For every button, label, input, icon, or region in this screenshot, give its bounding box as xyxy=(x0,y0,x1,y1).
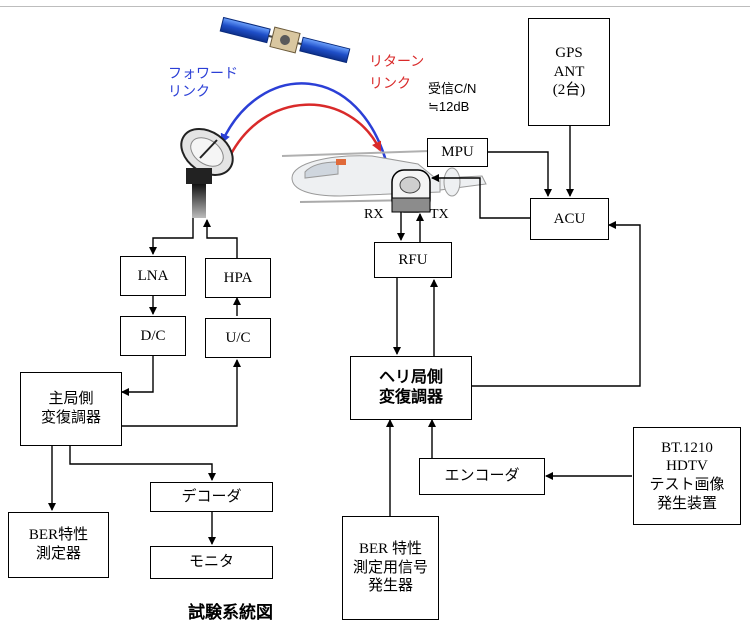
onboard-antenna-icon xyxy=(391,169,431,213)
tx-label: TX xyxy=(430,207,449,222)
forward-link-arrow xyxy=(220,82,390,169)
forward-link-label: フォワード リンク xyxy=(168,67,238,100)
monitor-box: モニタ xyxy=(150,546,273,579)
hpa-box: HPA xyxy=(205,258,271,298)
return-link-arrow xyxy=(226,103,382,161)
ber-meter-box: BER特性 測定器 xyxy=(8,512,109,578)
cn-label: 受信C/N ≒12dB xyxy=(428,81,477,114)
acu-box: ACU xyxy=(530,198,609,240)
diagram-caption: 試験系統図 xyxy=(188,603,273,622)
rfu-box: RFU xyxy=(374,242,452,278)
heli-station-modem-box: ヘリ局側 変復調器 xyxy=(350,356,472,420)
dc-box: D/C xyxy=(120,316,186,356)
hdtv-test-generator-box: BT.1210 HDTV テスト画像 発生装置 xyxy=(633,427,741,525)
encoder-box: エンコーダ xyxy=(419,458,545,495)
gps-antenna-box: GPS ANT (2台) xyxy=(528,18,610,126)
ber-signal-generator-box: BER 特性 測定用信号 発生器 xyxy=(342,516,439,620)
return-link-label: リターン リンク xyxy=(369,55,425,92)
dish-antenna-icon xyxy=(180,128,234,218)
top-rule xyxy=(0,6,750,7)
mpu-box: MPU xyxy=(427,138,488,167)
rx-label: RX xyxy=(364,207,384,222)
lna-box: LNA xyxy=(120,256,186,296)
decoder-box: デコーダ xyxy=(150,482,273,512)
main-station-modem-box: 主局側 変復調器 xyxy=(20,372,122,446)
satellite-icon xyxy=(219,16,351,64)
uc-box: U/C xyxy=(205,318,271,358)
